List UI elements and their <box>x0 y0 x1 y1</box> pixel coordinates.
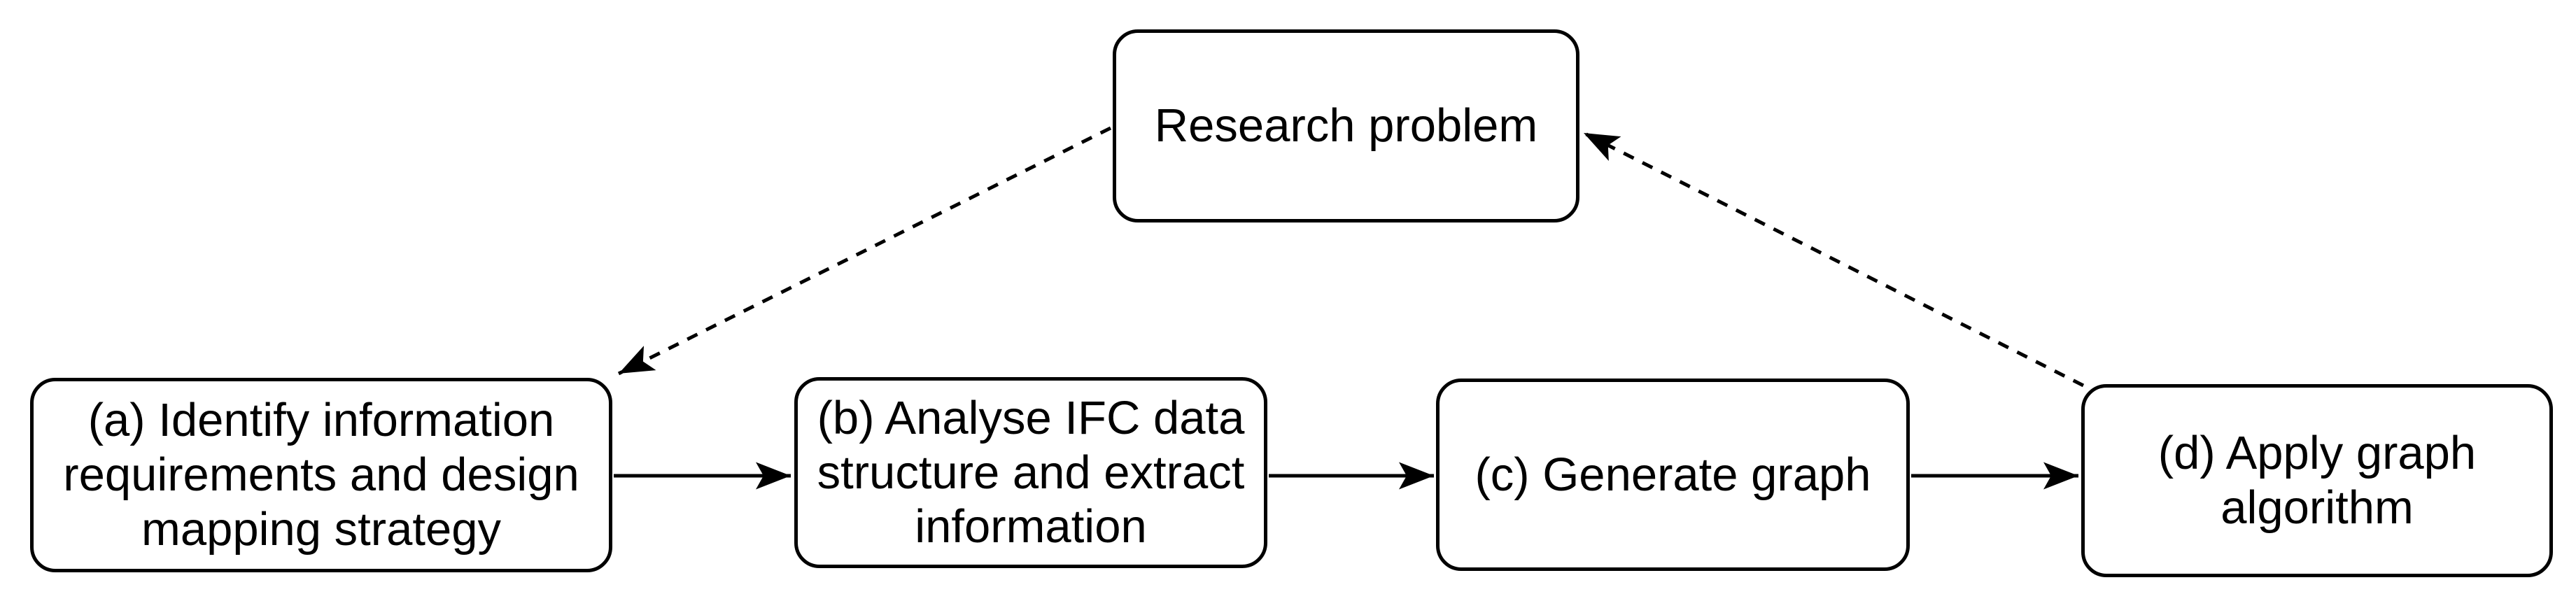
node-label: (b) Analyse IFC data structure and extra… <box>817 391 1245 553</box>
node-label: Research problem <box>1154 99 1538 153</box>
node-step-a: (a) Identify information requirements an… <box>30 378 612 572</box>
edge-step-d-to-research-problem <box>1582 131 2085 388</box>
node-label: (d) Apply graph algorithm <box>2158 427 2477 534</box>
node-label: (a) Identify information requirements an… <box>63 394 579 556</box>
node-step-b: (b) Analyse IFC data structure and extra… <box>794 377 1267 568</box>
node-label: (c) Generate graph <box>1474 448 1871 501</box>
edge-research-problem-to-step-a <box>617 126 1112 376</box>
node-step-c: (c) Generate graph <box>1436 379 1910 571</box>
node-step-d: (d) Apply graph algorithm <box>2081 384 2553 577</box>
node-research-problem: Research problem <box>1113 29 1579 222</box>
